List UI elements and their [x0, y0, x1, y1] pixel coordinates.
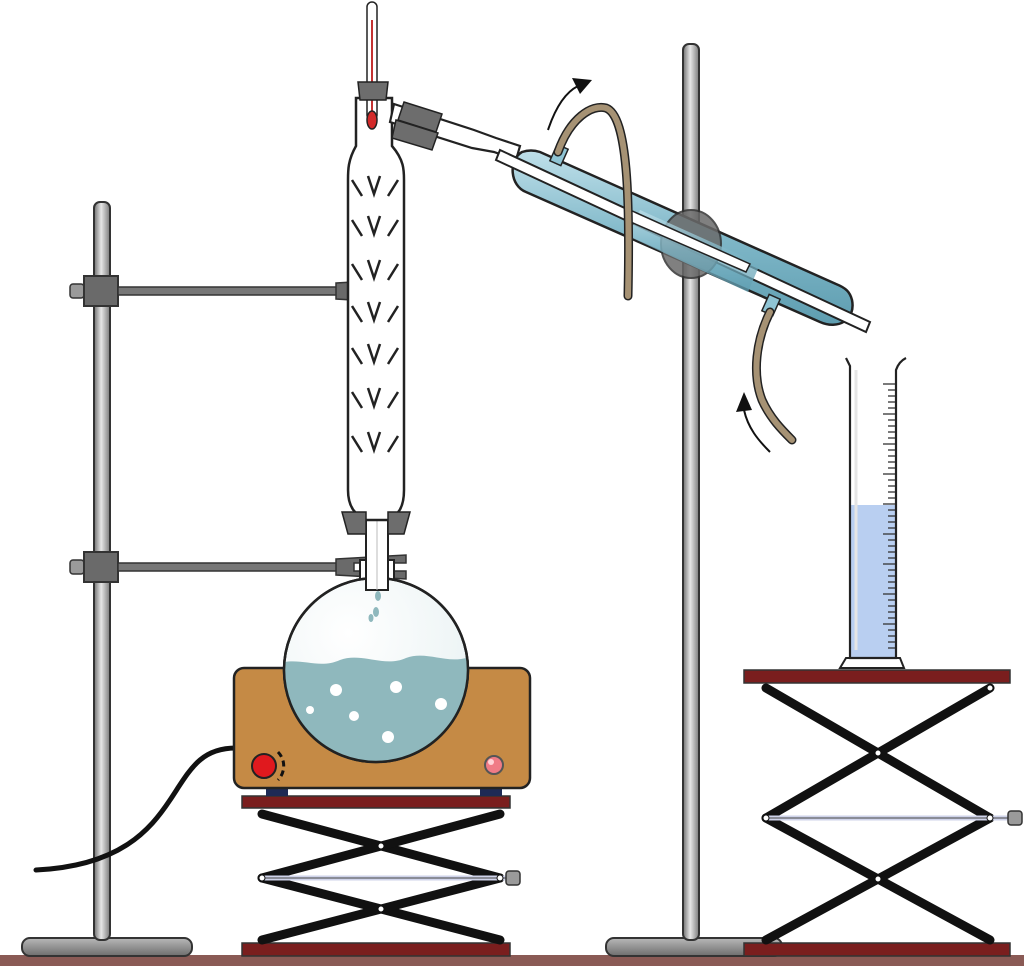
- clamp-arm-lower: [117, 562, 341, 572]
- clamp-screw-lower: [69, 559, 85, 575]
- power-cord: [33, 745, 239, 873]
- hot-plate-feet: [266, 786, 288, 796]
- cylinder-base: [838, 657, 906, 669]
- clamp-boss-lower: [83, 551, 119, 583]
- cylinder-glass: [845, 357, 907, 660]
- jack-top-plate-left: [241, 795, 511, 809]
- cylinder-graduation-marks: [883, 383, 895, 649]
- bubble: [382, 731, 394, 743]
- liebig-condenser: [388, 101, 872, 334]
- bubble: [390, 681, 402, 693]
- flask-joint-stopper: [341, 511, 367, 535]
- temperature-knob: [251, 753, 277, 779]
- bubble: [435, 698, 447, 710]
- bench-surface: [0, 955, 1024, 966]
- bubble: [306, 706, 314, 714]
- clamp-arm-upper: [117, 286, 341, 296]
- fractionating-column: [341, 96, 411, 622]
- knob-indicator-arc: [276, 750, 286, 782]
- water-flow-arrow-out: [547, 78, 592, 131]
- vigreux-indents: [350, 175, 400, 454]
- clamp-boss-upper: [83, 275, 119, 307]
- bubble: [330, 684, 342, 696]
- condensate-drop: [368, 614, 374, 622]
- jack-bottom-plate-left: [241, 942, 511, 957]
- thermometer-bulb: [366, 110, 378, 130]
- condensate-drop: [375, 591, 381, 601]
- indicator-light: [484, 755, 504, 775]
- thermometer-stopper: [357, 81, 389, 101]
- clamp-screw-upper: [69, 283, 85, 299]
- ring-stand-right: [605, 43, 783, 957]
- condensate-drop: [373, 607, 379, 617]
- graduated-cylinder: [838, 357, 907, 669]
- lab-jack-right: [743, 669, 1023, 957]
- lab-jack-left: [241, 795, 521, 957]
- jack-bottom-plate-right: [743, 942, 1011, 957]
- stand-rod-right: [682, 43, 700, 941]
- stand-base-left: [21, 937, 193, 957]
- thermometer: [357, 1, 389, 130]
- lower-clamp: [69, 551, 407, 583]
- jack-top-plate-right: [743, 669, 1011, 684]
- bubble: [349, 711, 359, 721]
- water-flow-arrow-in: [736, 392, 771, 453]
- jack-knob-right: [1007, 810, 1023, 826]
- jack-knob-left: [505, 870, 521, 886]
